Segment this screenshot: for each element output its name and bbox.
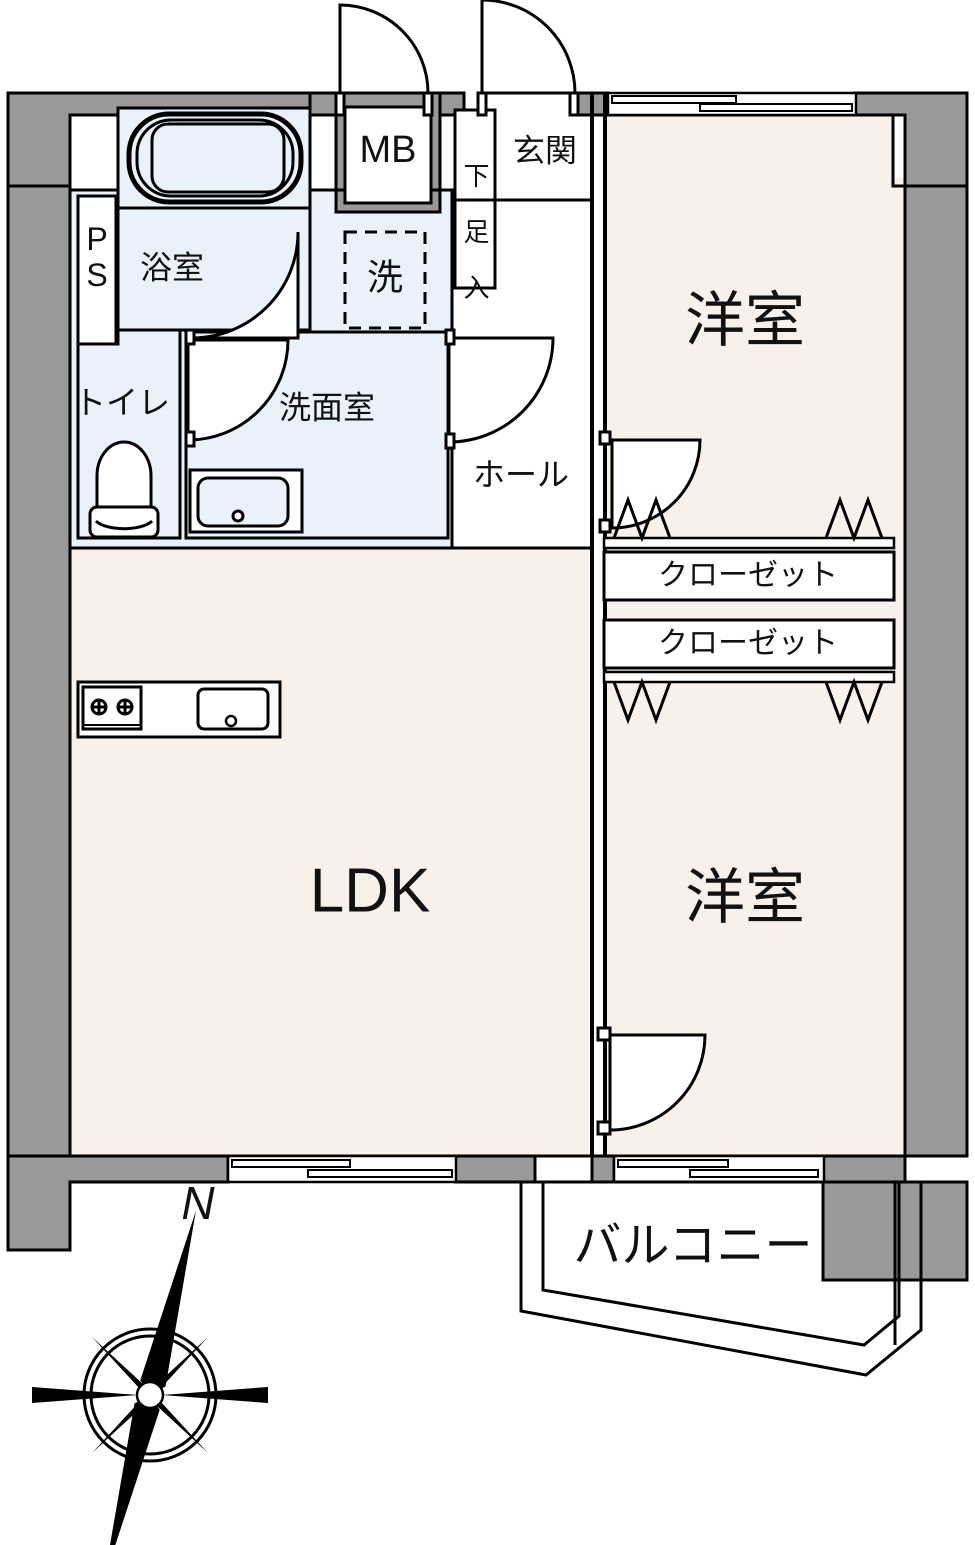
label-ldk: LDK xyxy=(310,856,431,925)
ps-shaft xyxy=(76,194,118,346)
toilet-tank xyxy=(88,505,160,539)
compass-diagonals xyxy=(92,1337,208,1453)
closet-1-box[interactable] xyxy=(602,550,896,602)
label-washer: 洗 xyxy=(367,257,403,298)
label-bedroom-2: 洋室 xyxy=(685,864,805,931)
kitchen-sink-drain xyxy=(224,714,238,728)
wall-top-seg-a xyxy=(308,91,338,117)
vanity-sink xyxy=(196,476,290,528)
jamb-toilet-b xyxy=(184,430,196,448)
ldk-floor xyxy=(70,548,592,1156)
label-hall: ホール xyxy=(473,456,569,492)
wall-left-outer xyxy=(6,93,72,1158)
label-mb: MB xyxy=(360,129,417,171)
compass-rose: N xyxy=(32,1177,268,1545)
label-closet-1: クローゼット xyxy=(658,559,838,592)
toilet-lid-line xyxy=(94,519,154,531)
toilet-fixture xyxy=(88,440,160,539)
compass-north-letter: N xyxy=(181,1177,215,1229)
toilet-outline xyxy=(76,328,182,540)
jamb-ent-l xyxy=(476,91,488,117)
bathtub-basin xyxy=(150,122,286,194)
closet-1-rail xyxy=(602,536,896,550)
door-swings xyxy=(186,0,707,1132)
door-bedroom-2[interactable] xyxy=(608,1033,707,1132)
door-mb[interactable] xyxy=(338,3,430,95)
balcony-inner xyxy=(541,1180,901,1347)
label-closet-2: クローゼット xyxy=(658,627,838,660)
label-washroom: 洗面室 xyxy=(279,389,375,425)
stove-burners xyxy=(90,698,134,716)
label-bath: 浴室 xyxy=(140,249,204,285)
jamb-wash-a xyxy=(444,328,456,346)
closet-2-rail xyxy=(602,670,896,684)
balcony-outline xyxy=(519,1180,923,1377)
kitchen-counter xyxy=(76,680,282,739)
closet-2-folding-doors xyxy=(612,677,884,725)
closets xyxy=(602,495,896,725)
label-balcony: バルコニー xyxy=(573,1220,812,1273)
vanity-drain xyxy=(231,509,245,523)
wall-bottom-mid xyxy=(453,1154,537,1184)
compass-hub xyxy=(135,1380,165,1410)
wall-bottom-center-pier xyxy=(590,1154,616,1184)
door-bathroom[interactable] xyxy=(191,231,300,340)
mb-box xyxy=(343,105,433,205)
label-shoebox: 下足入 xyxy=(460,162,490,300)
door-washroom-hall[interactable] xyxy=(447,336,555,444)
vanity-basin xyxy=(196,476,290,528)
label-bedroom-1: 洋室 xyxy=(685,287,805,354)
jamb-bd2-a xyxy=(596,1026,612,1042)
compass-ns-spike xyxy=(104,1210,196,1545)
bathtub xyxy=(126,111,304,205)
door-entrance[interactable] xyxy=(480,0,577,95)
jamb-toilet-a xyxy=(184,328,196,346)
wall-right-outer xyxy=(903,184,969,1158)
door-toilet[interactable] xyxy=(186,338,290,442)
jamb-mb-r xyxy=(422,91,434,117)
window-bedroom-1-top xyxy=(606,91,858,117)
window-ldk-bottom xyxy=(226,1154,458,1184)
compass-w-spike xyxy=(32,1387,138,1403)
closet-1-folding-doors xyxy=(612,495,884,543)
jamb-bd1-b xyxy=(598,518,612,534)
label-entrance: 玄関 xyxy=(513,132,577,168)
jamb-bd1-a xyxy=(598,430,612,446)
washer-placement xyxy=(343,230,427,330)
jamb-ent-r xyxy=(568,91,580,117)
door-jambs xyxy=(184,91,612,1136)
compass-e-spike xyxy=(162,1387,268,1403)
window-bedroom-2-bottom xyxy=(612,1154,826,1184)
closet-2-box[interactable] xyxy=(602,618,896,670)
jamb-mb-l xyxy=(334,91,346,117)
kitchen-sink xyxy=(196,687,270,731)
jamb-bd2-b xyxy=(596,1120,612,1136)
windows xyxy=(226,91,858,1184)
label-toilet: トイレ xyxy=(74,384,170,420)
jamb-wash-b xyxy=(444,432,456,450)
door-bedroom-1[interactable] xyxy=(610,438,702,530)
